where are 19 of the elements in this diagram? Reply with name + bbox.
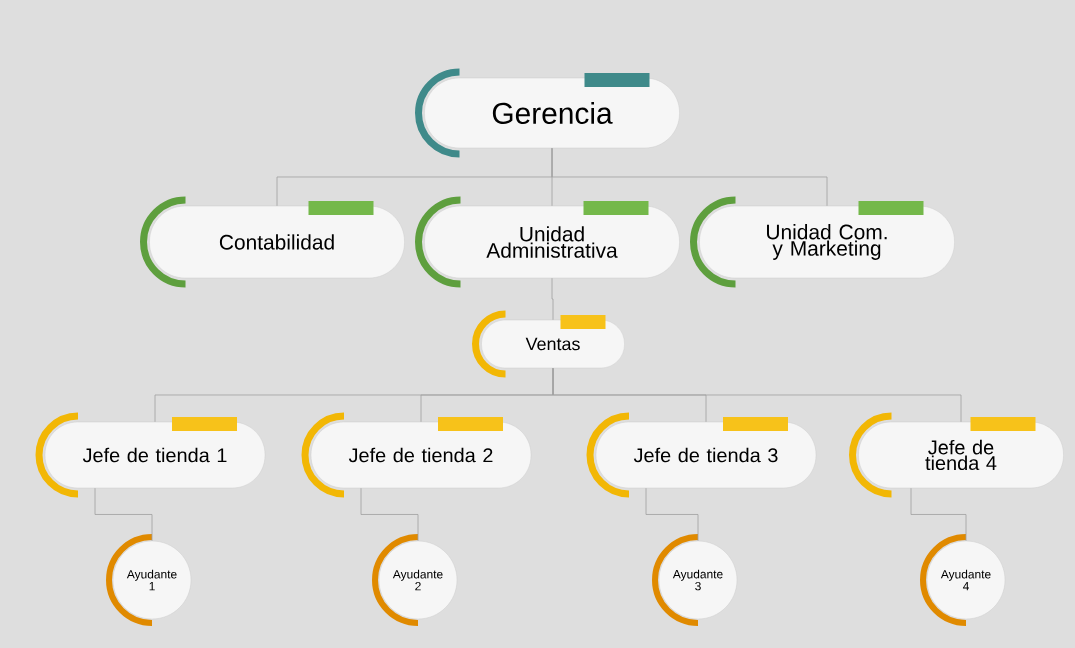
org-box: Gerencia <box>415 68 680 158</box>
connector-line <box>645 487 699 542</box>
org-box: Ventas <box>472 310 625 378</box>
circle-node: Ayudante 1 <box>106 534 192 626</box>
org-box: Unidad Administrativa <box>415 196 680 288</box>
circle-node: Ayudante 2 <box>372 534 458 626</box>
connector-line <box>551 147 828 207</box>
org-box: Jefe de tienda 3 <box>586 412 817 498</box>
connector-line <box>552 367 962 423</box>
org-box: Jefe de tienda 2 <box>301 412 532 498</box>
connector-line <box>360 487 419 542</box>
org-box: Contabilidad <box>140 196 405 288</box>
org-box: Jefe de tienda 1 <box>35 412 266 498</box>
connector-line <box>910 487 967 542</box>
org-box: Unidad Com. y Marketing <box>690 196 955 288</box>
connector-line <box>94 487 153 542</box>
circle-node: Ayudante 3 <box>652 534 738 626</box>
circle-node: Ayudante 4 <box>920 534 1006 626</box>
org-box: Jefe de tienda 4 <box>849 412 1064 498</box>
